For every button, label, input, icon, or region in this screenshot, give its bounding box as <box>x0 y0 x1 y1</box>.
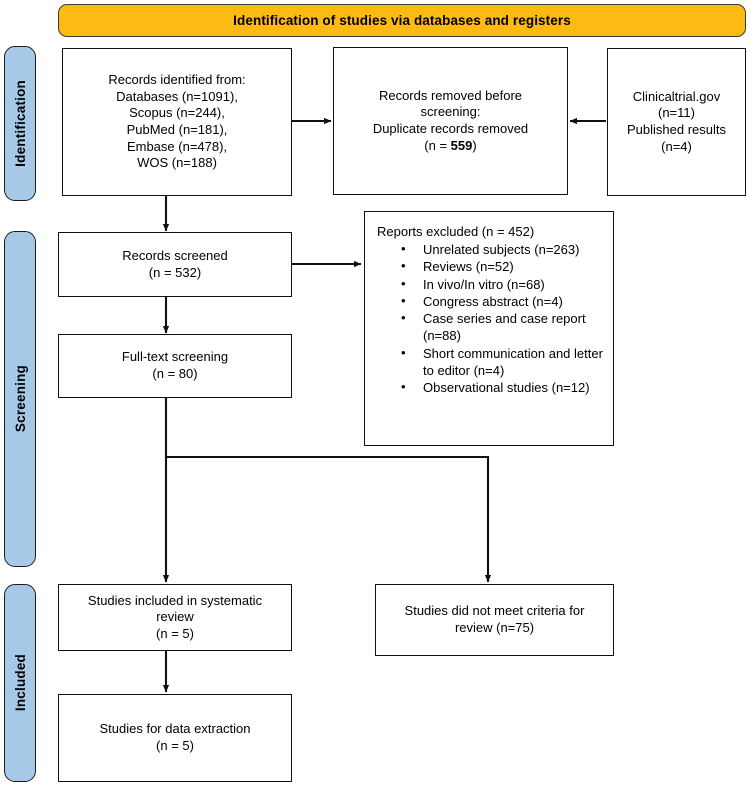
registers-line-2: (n=11) <box>658 105 695 121</box>
records-removed-count-prefix: (n = <box>424 137 451 153</box>
reports-excluded-list: Unrelated subjects (n=263) Reviews (n=52… <box>377 241 605 397</box>
node-studies-data-extraction: Studies for data extraction (n = 5) <box>58 694 292 782</box>
node-records-removed: Records removed before screening: Duplic… <box>333 47 568 195</box>
node-records-screened: Records screened (n = 532) <box>58 232 292 297</box>
phase-label-identification: Identification <box>12 80 28 167</box>
records-screened-line-2: (n = 532) <box>148 264 202 280</box>
records-removed-line-3: Duplicate records removed <box>372 121 529 136</box>
phase-pill-included: Included <box>4 584 36 782</box>
records-identified-line-4: PubMed (n=181), <box>126 122 228 137</box>
node-fulltext-screening: Full-text screening (n = 80) <box>58 334 292 398</box>
records-identified-line-3: Scopus (n=244), <box>129 105 225 121</box>
studies-not-meeting-line-2: review (n=75) <box>454 620 535 635</box>
records-removed-count-line: (n = 559) <box>340 138 561 155</box>
banner-title: Identification of studies via databases … <box>233 13 571 28</box>
registers-line-3: Published results <box>627 122 726 137</box>
node-studies-not-meeting-criteria: Studies did not meet criteria for review… <box>375 584 614 656</box>
records-removed-count-value: 559 <box>450 137 473 153</box>
records-removed-count-suffix: ) <box>472 137 477 153</box>
studies-data-extraction-line-2: (n = 5) <box>156 738 194 753</box>
arrow-fulltext-to-not-meeting <box>166 455 492 583</box>
node-reports-excluded: Reports excluded (n = 452) Unrelated sub… <box>364 211 614 446</box>
phase-label-screening: Screening <box>12 365 28 433</box>
reports-excluded-heading: Reports excluded (n = 452) <box>377 224 535 239</box>
studies-included-line-1: Studies included in systematic <box>87 592 263 608</box>
studies-not-meeting-line-1: Studies did not meet criteria for <box>404 603 585 619</box>
records-screened-line-1: Records screened <box>122 247 228 263</box>
registers-line-4: (n=4) <box>661 138 692 154</box>
studies-data-extraction-line-1: Studies for data extraction <box>99 721 251 737</box>
records-identified-line-2: Databases (n=1091), <box>116 88 238 104</box>
node-records-identified: Records identified from: Databases (n=10… <box>62 48 292 196</box>
fulltext-screening-line-2: (n = 80) <box>152 366 198 381</box>
studies-included-line-2: review <box>156 609 194 625</box>
banner-identification-header: Identification of studies via databases … <box>58 4 746 37</box>
reports-excluded-item: Unrelated subjects (n=263) <box>401 241 605 259</box>
reports-excluded-item: Observational studies (n=12) <box>401 379 605 397</box>
node-studies-included: Studies included in systematic review (n… <box>58 584 292 651</box>
records-identified-line-6: WOS (n=188) <box>137 155 217 171</box>
records-removed-line-2: screening: <box>420 104 481 120</box>
phase-pill-screening: Screening <box>4 231 36 567</box>
node-registers: Clinicaltrial.gov (n=11) Published resul… <box>607 48 746 196</box>
phase-pill-identification: Identification <box>4 46 36 201</box>
records-identified-line-5: Embase (n=478), <box>126 138 228 154</box>
records-identified-line-1: Records identified from: <box>108 72 246 88</box>
studies-included-line-3: (n = 5) <box>156 625 194 641</box>
reports-excluded-item: Short communication and letter to editor… <box>401 345 605 380</box>
reports-excluded-item: Reviews (n=52) <box>401 258 605 276</box>
fulltext-screening-line-1: Full-text screening <box>121 349 229 365</box>
reports-excluded-item: In vivo/In vitro (n=68) <box>401 276 605 294</box>
reports-excluded-item: Congress abstract (n=4) <box>401 293 605 311</box>
records-removed-line-1: Records removed before <box>378 87 523 103</box>
registers-line-1: Clinicaltrial.gov <box>632 88 721 104</box>
phase-label-included: Included <box>12 654 28 712</box>
reports-excluded-item: Case series and case report (n=88) <box>401 310 605 345</box>
